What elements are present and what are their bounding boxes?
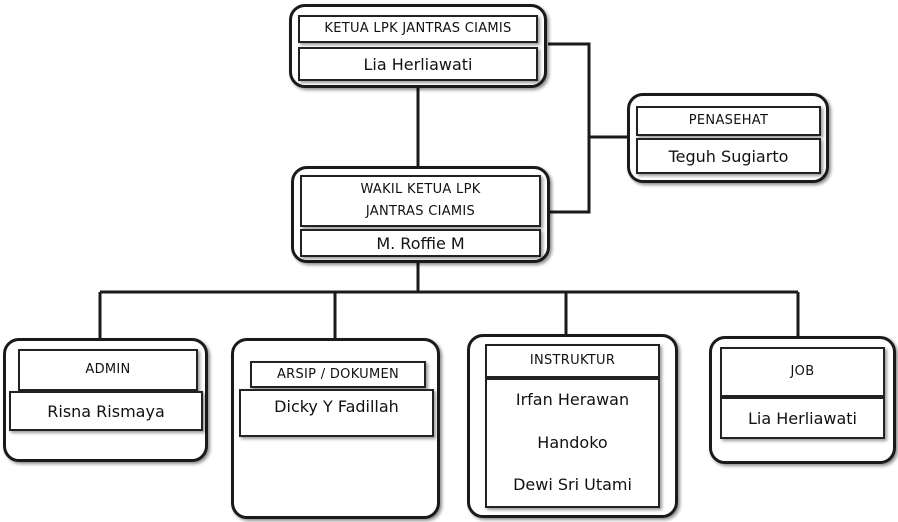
ketua-name: Lia Herliawati [298, 47, 538, 81]
node-job: JOB Lia Herliawati [709, 336, 896, 464]
penasehat-title: PENASEHAT [636, 106, 821, 136]
instruktur-names: Irfan Herawan Handoko Dewi Sri Utami [485, 378, 660, 508]
node-admin: ADMIN Risna Rismaya [3, 338, 208, 462]
instruktur-title: INSTRUKTUR [485, 344, 660, 378]
arsip-title: ARSIP / DOKUMEN [250, 361, 426, 388]
connector-advisor-bracket [548, 42, 591, 214]
job-title: JOB [720, 347, 885, 397]
node-arsip-dokumen: ARSIP / DOKUMEN Dicky Y Fadillah [231, 338, 440, 519]
job-name: Lia Herliawati [720, 397, 885, 439]
instruktur-name-2: Handoko [537, 432, 608, 452]
arsip-name: Dicky Y Fadillah [239, 389, 434, 437]
instruktur-name-3: Dewi Sri Utami [513, 475, 632, 494]
node-instruktur: INSTRUKTUR Irfan Herawan Handoko Dewi Sr… [467, 334, 678, 518]
node-wakil-ketua: WAKIL KETUA LPK JANTRAS CIAMIS M. Roffie… [291, 166, 550, 263]
wakil-ketua-name: M. Roffie M [300, 229, 541, 257]
node-ketua: KETUA LPK JANTRAS CIAMIS Lia Herliawati [289, 4, 547, 88]
admin-title: ADMIN [18, 349, 198, 391]
admin-name: Risna Rismaya [9, 391, 203, 431]
node-penasehat: PENASEHAT Teguh Sugiarto [627, 93, 829, 183]
ketua-title: KETUA LPK JANTRAS CIAMIS [298, 15, 538, 43]
wakil-ketua-title: WAKIL KETUA LPK JANTRAS CIAMIS [300, 175, 541, 227]
penasehat-name: Teguh Sugiarto [636, 138, 821, 174]
instruktur-name-1: Irfan Herawan [515, 390, 630, 409]
